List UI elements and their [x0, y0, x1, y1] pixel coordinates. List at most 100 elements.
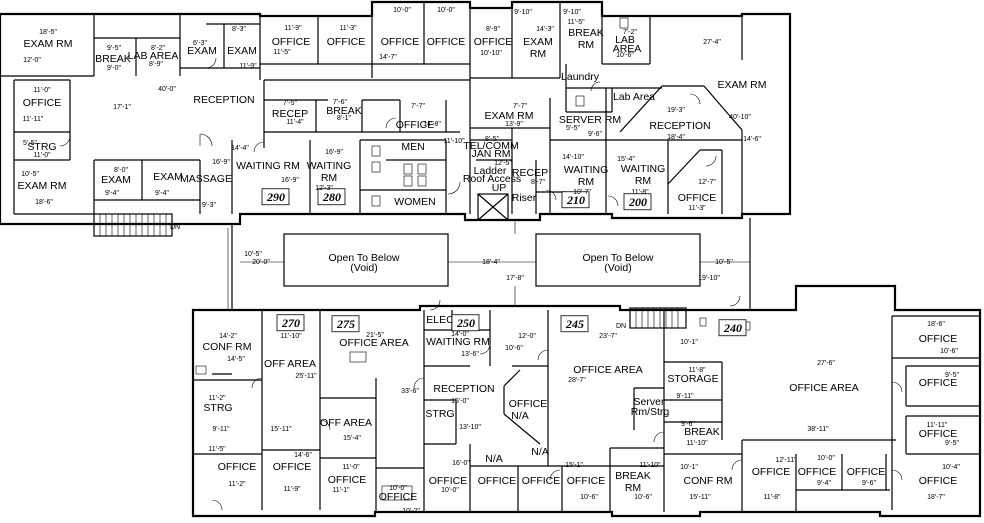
dimension-label: 11'-2"	[228, 481, 246, 488]
dimension-label: 15'-1"	[565, 462, 583, 469]
dimension-label: 7'-7"	[411, 103, 425, 110]
dimension-label: 10'-0"	[393, 7, 411, 14]
dimension-label: 13'-9"	[505, 121, 523, 128]
suite-number: 290	[266, 190, 285, 204]
dimension-label: 9'-6"	[681, 421, 695, 428]
suite-number-box	[561, 191, 590, 209]
room-label: OFFICE	[474, 36, 513, 48]
room-label: EXAM	[153, 171, 183, 183]
room-label: SERVER RM	[559, 114, 621, 126]
suite-number: 240	[723, 321, 742, 335]
dimension-label: 9'-5"	[945, 372, 959, 379]
dimension-label: 10'-4"	[942, 464, 960, 471]
dimension-label: 11'-8"	[631, 189, 649, 196]
upper-interior-walls	[0, 2, 743, 221]
dimension-label: 12'-3"	[315, 185, 333, 192]
room-label: OFFICE	[847, 466, 886, 478]
dimension-label: 10'-6"	[616, 52, 634, 59]
suite-number: 210	[566, 193, 585, 207]
dimension-label: 10'-0"	[437, 7, 455, 14]
dimension-label: 14'-6"	[743, 136, 761, 143]
dimension-label: 11'-4"	[286, 119, 304, 126]
dimension-label: 12'-5"	[494, 160, 512, 167]
dimension-label: 11'-1"	[332, 487, 350, 494]
dimension-label: 8'-1"	[337, 115, 351, 122]
dimension-label: 15'-0"	[451, 398, 469, 405]
suite-number-box	[331, 315, 360, 333]
room-label: OFFICE	[522, 475, 561, 487]
room-label: N/A	[485, 453, 503, 465]
suite-number-box	[718, 319, 747, 337]
upper-building-walls	[0, 0, 792, 226]
dimension-label: 17'-1"	[113, 104, 131, 111]
room-label: LAB	[615, 34, 635, 46]
dimension-label: 11'-0"	[342, 464, 360, 471]
furniture	[195, 317, 751, 501]
dimension-label: 6'-3"	[193, 40, 207, 47]
dimension-label: 9'-4"	[155, 190, 169, 197]
dimension-label: 11'-2"	[208, 395, 226, 402]
dimension-label: 18'-4"	[482, 259, 500, 266]
suite-number: 275	[336, 317, 355, 331]
room-label: TEL/COMM	[463, 140, 518, 152]
dimension-label: 9'-6"	[862, 480, 876, 487]
room-label: BREAK	[684, 426, 720, 438]
dimension-label: 11'-5"	[273, 49, 291, 56]
room-label: OFFICE	[427, 36, 466, 48]
dimension-label: 16'-9"	[325, 149, 343, 156]
room-label: BREAK	[95, 53, 131, 65]
room-label: MASSAGE	[180, 173, 232, 185]
dimension-label: 9'-11"	[676, 393, 694, 400]
room-label: CONF RM	[203, 341, 252, 353]
room-label: EXAM RM	[17, 180, 66, 192]
upper-doors	[59, 57, 717, 207]
dimension-label: 7'-7"	[513, 103, 527, 110]
suite-number: 245	[565, 317, 584, 331]
room-label: OFFICE	[798, 466, 837, 478]
suite-number: 280	[322, 190, 341, 204]
dimension-label: 10'-5"	[21, 171, 39, 178]
room-label: EXAM	[187, 45, 217, 57]
dimension-label: 8'-7"	[531, 179, 545, 186]
room-label: OFFICE	[379, 491, 418, 503]
dimension-label: 27'-6"	[817, 360, 835, 367]
room-label: OFFICE	[396, 119, 435, 131]
dimension-label: 11'-10"	[443, 138, 465, 145]
dimension-label: 9'-0"	[107, 65, 121, 72]
corridor-lines	[227, 218, 751, 310]
dimension-label: 10'-6"	[505, 345, 523, 352]
room-label: Ladder	[474, 165, 507, 177]
room-label: MEN	[401, 141, 424, 153]
room-label: RM	[635, 175, 651, 187]
dimension-label: 16'-0"	[452, 460, 470, 467]
dimension-label: 19'-3"	[667, 107, 685, 114]
room-label: Laundry	[561, 71, 600, 83]
dimension-label: 14'-3"	[536, 26, 554, 33]
dimension-labels: 18'-5"12'-0"9'-5"9'-0"8'-2"8'-9"6'-3"8'-…	[21, 7, 960, 515]
room-label: AREA	[613, 43, 642, 55]
dimension-label: 11'-0"	[33, 152, 51, 159]
room-label: EXAM RM	[717, 79, 766, 91]
restroom-fixtures	[371, 17, 629, 207]
dimension-label: 11'-0"	[33, 87, 51, 94]
room-label: WAITING RM	[236, 160, 300, 172]
dimension-label: 10'-10"	[480, 50, 502, 57]
dimension-label: 9'-5"	[945, 440, 959, 447]
dimension-label: 9'-10"	[563, 9, 581, 16]
dimension-label: 11'-9"	[284, 25, 302, 32]
room-label: RM	[578, 39, 594, 51]
dimension-label: 10'-5"	[715, 259, 733, 266]
room-label: ELEC	[426, 314, 454, 326]
room-label: RECEPTION	[649, 120, 710, 132]
lower-doors	[211, 295, 903, 511]
room-label: BREAK	[568, 27, 604, 39]
dimension-label: 7'-5"	[283, 100, 297, 107]
room-label: OFFICE	[381, 36, 420, 48]
dimension-label: 11'-3"	[688, 205, 706, 212]
dimension-label: 7'-2"	[623, 29, 637, 36]
room-label: OFFICE	[509, 398, 548, 410]
room-label: RM	[625, 482, 641, 494]
